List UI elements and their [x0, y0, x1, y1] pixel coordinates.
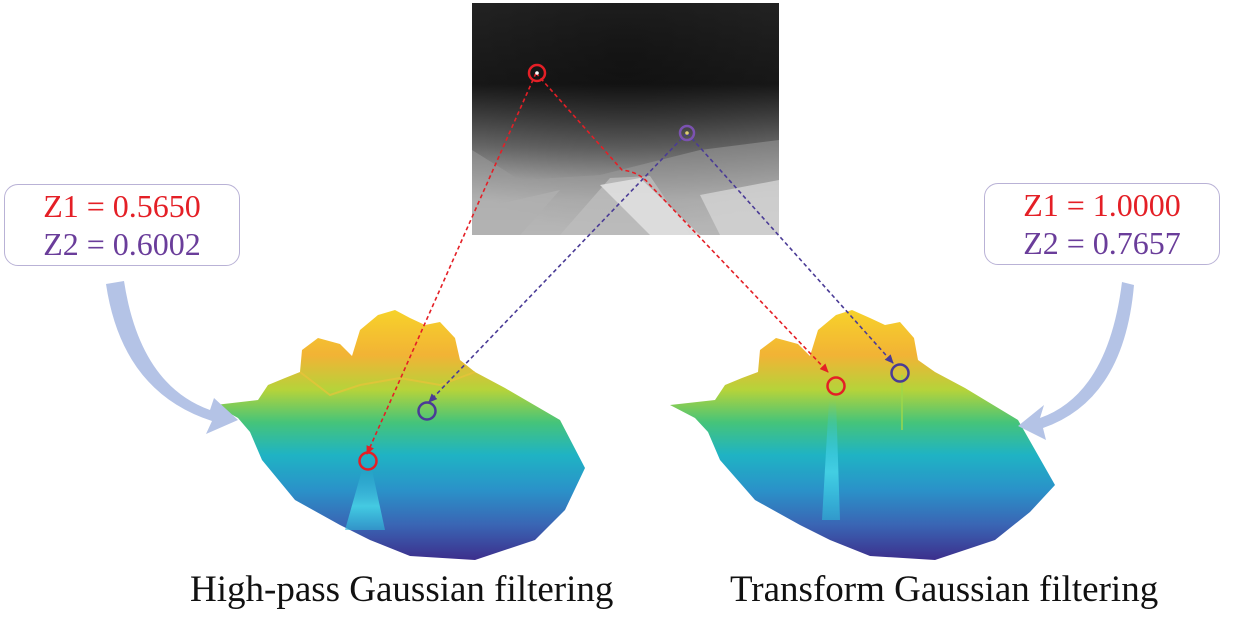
marker-point1-right [826, 376, 846, 396]
caption-right: Transform Gaussian filtering [730, 569, 1159, 610]
z1-value-left: Z1 = 0.5650 [43, 188, 201, 224]
marker-point2-right [890, 363, 910, 383]
surface-plot-left [215, 310, 585, 560]
value-box-left: Z1 = 0.5650 Z2 = 0.6002 [4, 184, 240, 266]
curved-arrow-left [106, 281, 238, 434]
thermal-image [472, 3, 779, 235]
marker-point1-center [535, 71, 539, 75]
arrow-purple-to-right [686, 132, 894, 364]
z1-value-right: Z1 = 1.0000 [1023, 187, 1181, 223]
marker-point2-center [685, 131, 689, 135]
curved-arrow-right [1018, 282, 1134, 440]
marker-point2-image [678, 124, 696, 142]
marker-point1-image [527, 63, 547, 83]
arrow-red-to-right [535, 72, 829, 373]
z2-value-right: Z2 = 0.7657 [1023, 225, 1181, 261]
surface-plot-right [670, 310, 1055, 560]
caption-left: High-pass Gaussian filtering [190, 569, 614, 610]
marker-point2-left [417, 401, 437, 421]
marker-point1-left [358, 451, 378, 471]
z2-value-left: Z2 = 0.6002 [43, 226, 201, 262]
arrow-purple-to-left [428, 132, 688, 403]
value-box-right: Z1 = 1.0000 Z2 = 0.7657 [984, 183, 1220, 265]
